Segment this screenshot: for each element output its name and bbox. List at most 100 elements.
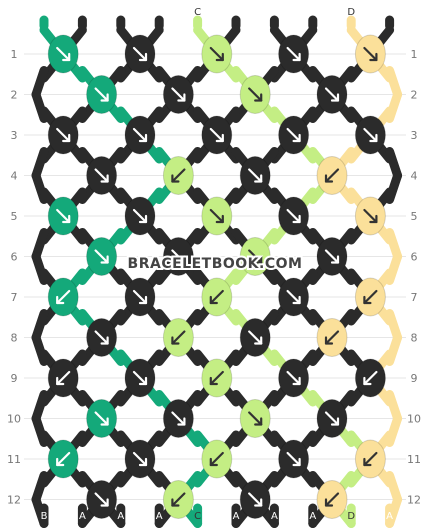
row-number: 4 bbox=[11, 170, 18, 183]
knot-arrow-head bbox=[209, 376, 218, 386]
knot-arrow-shaft bbox=[132, 451, 148, 467]
knot bbox=[278, 196, 310, 236]
knot-arrow-shaft bbox=[94, 330, 109, 345]
knot-arrow-shaft bbox=[132, 370, 148, 386]
knot-arrow-head bbox=[369, 52, 378, 62]
string-label: A bbox=[233, 7, 240, 18]
knot-arrow-head bbox=[177, 93, 186, 102]
knot bbox=[316, 75, 348, 114]
knot-arrow-head bbox=[254, 255, 263, 264]
string-label: A bbox=[386, 7, 393, 18]
knot-arrow-head bbox=[62, 214, 71, 224]
knot-arrow-head bbox=[100, 336, 109, 345]
knot bbox=[239, 480, 271, 519]
row-number: 7 bbox=[11, 291, 18, 304]
knot-arrow-shaft bbox=[248, 249, 263, 264]
knot bbox=[86, 156, 118, 195]
row-number: 3 bbox=[11, 129, 18, 142]
knot-arrow-head bbox=[171, 336, 180, 345]
knot-arrow-head bbox=[138, 214, 148, 224]
knot bbox=[86, 75, 118, 114]
watermark: BRACELETBOOK.COM BRACELETBOOK.COM bbox=[126, 254, 304, 274]
knot bbox=[239, 399, 271, 438]
knot bbox=[239, 237, 271, 276]
knot-arrow-head bbox=[254, 174, 263, 183]
knot-arrow-shaft bbox=[132, 127, 148, 143]
knot-arrow-shaft bbox=[324, 168, 340, 183]
knot bbox=[316, 318, 348, 357]
string-label: C bbox=[194, 7, 201, 18]
knot-arrow-shaft bbox=[209, 46, 224, 62]
knot-arrow-head bbox=[369, 133, 378, 143]
knot-arrow-head bbox=[215, 133, 224, 143]
knot-arrow-head bbox=[100, 417, 109, 426]
string-label: D bbox=[347, 7, 355, 18]
knot bbox=[124, 115, 156, 155]
row-number: 11 bbox=[7, 453, 21, 466]
knot bbox=[278, 358, 310, 398]
knot-arrow-shaft bbox=[209, 451, 224, 467]
knot-arrow-shaft bbox=[286, 289, 301, 305]
string-label: A bbox=[271, 511, 278, 522]
knot-arrow-head bbox=[138, 376, 148, 386]
knot-arrow-shaft bbox=[209, 127, 224, 143]
string-label: A bbox=[271, 7, 278, 18]
knot-arrow-head bbox=[62, 133, 71, 143]
knot-arrow-head bbox=[254, 336, 263, 345]
knot-arrow-head bbox=[254, 498, 263, 507]
row-number: 6 bbox=[11, 251, 18, 264]
knot-arrow-shaft bbox=[132, 46, 148, 62]
knot bbox=[354, 277, 386, 317]
knot-arrow-head bbox=[324, 336, 334, 345]
knot-arrow-shaft bbox=[363, 127, 378, 143]
row-number: 11 bbox=[407, 453, 421, 466]
knot bbox=[47, 196, 79, 236]
knot bbox=[162, 480, 194, 519]
string-label: A bbox=[309, 7, 316, 18]
knot-arrow-shaft bbox=[209, 370, 224, 386]
knot-arrow-shaft bbox=[171, 492, 186, 507]
row-number: 9 bbox=[411, 372, 418, 385]
string-label: A bbox=[117, 7, 124, 18]
knot-arrow-shaft bbox=[171, 168, 186, 183]
knot-arrow-head bbox=[209, 457, 218, 467]
knot bbox=[124, 196, 156, 236]
knot bbox=[201, 115, 233, 155]
knot-arrow-shaft bbox=[363, 208, 378, 224]
knot-arrow-shaft bbox=[286, 127, 301, 143]
row-number: 1 bbox=[411, 48, 418, 61]
knot bbox=[278, 34, 310, 74]
knot bbox=[354, 439, 386, 479]
knot-arrow-shaft bbox=[286, 208, 301, 224]
knot-arrow-head bbox=[292, 52, 301, 62]
knot-arrow-head bbox=[177, 417, 186, 426]
knot-arrow-shaft bbox=[171, 87, 186, 102]
knot-arrow-shaft bbox=[94, 411, 109, 426]
knot-arrow-shaft bbox=[171, 330, 186, 345]
knot bbox=[316, 237, 348, 276]
string-label: A bbox=[156, 7, 163, 18]
knot-arrow-head bbox=[215, 214, 224, 224]
knot bbox=[162, 75, 194, 114]
knot-arrow-shaft bbox=[363, 370, 378, 386]
knot bbox=[239, 75, 271, 114]
row-number: 6 bbox=[411, 251, 418, 264]
row-number: 4 bbox=[411, 170, 418, 183]
knot-arrow-head bbox=[324, 174, 334, 183]
knot-arrow-shaft bbox=[94, 492, 109, 507]
knot-arrow-shaft bbox=[286, 451, 301, 467]
knot-arrow-head bbox=[138, 295, 148, 305]
knot-arrow-shaft bbox=[132, 208, 148, 224]
knot-arrow-shaft bbox=[363, 451, 378, 467]
knot-grid bbox=[47, 34, 386, 519]
row-number: 5 bbox=[11, 210, 18, 223]
knot bbox=[162, 399, 194, 438]
knot-arrow-shaft bbox=[56, 127, 71, 143]
knot-arrow-head bbox=[100, 255, 109, 264]
knot-arrow-head bbox=[56, 376, 65, 386]
knot-arrow-shaft bbox=[171, 249, 186, 264]
knot-arrow-shaft bbox=[209, 208, 224, 224]
knot-arrow-shaft bbox=[56, 289, 71, 305]
string-label: A bbox=[79, 511, 86, 522]
